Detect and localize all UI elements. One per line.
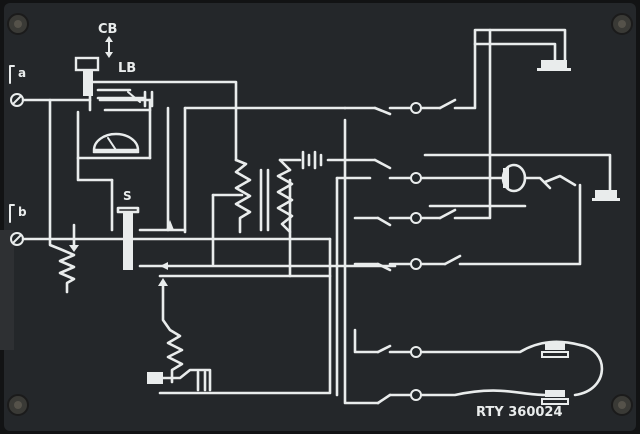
key-icon [147,368,212,392]
plate-surface [4,3,636,431]
screw-icon [611,394,633,416]
jack-icon [410,346,422,358]
transformer-icon [234,158,294,234]
screw-icon [611,13,633,35]
jack-icon [410,172,422,184]
resistor-icon [48,223,79,294]
lb-label: LB [118,61,136,76]
battery-icon [301,150,323,170]
capacitor-icon [143,90,154,108]
resistor-icon [161,284,184,384]
terminal-b-label: b [18,205,27,219]
jack-icon [410,389,422,401]
terminal-icon [10,93,24,107]
terminal-a-label: a [18,66,26,80]
switch-s-label: S [123,189,132,203]
jack-icon [410,212,422,224]
receiver-icon [537,60,571,71]
cb-arrow-icon [105,36,113,58]
serial-number: RTY 360024 [476,405,563,420]
plate-edge [0,230,14,350]
screw-icon [7,13,29,35]
plug-icon [541,343,569,405]
jack-icon [410,258,422,270]
switch-s-icon [116,206,140,270]
terminal-icon [10,232,24,246]
gauge-icon [92,132,140,154]
jack-icon [410,102,422,114]
headphone-icon [501,163,620,201]
cb-key-icon [74,56,152,112]
cb-label: CB [98,22,117,37]
arrow-icons [158,220,174,286]
jack-contacts [373,98,462,405]
screw-icon [7,394,29,416]
